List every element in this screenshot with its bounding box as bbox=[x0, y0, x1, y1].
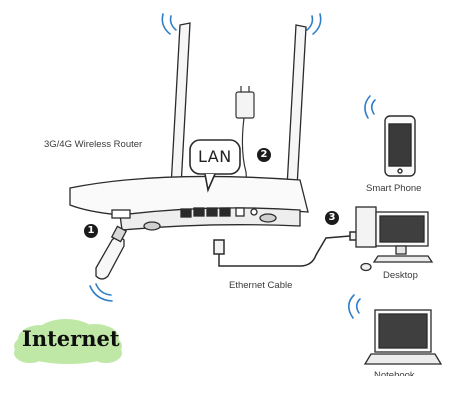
ethernet-cable-label: Ethernet Cable bbox=[229, 280, 293, 291]
desktop-label: Desktop bbox=[383, 270, 418, 281]
lan-callout bbox=[189, 139, 241, 193]
wifi-signal-icon bbox=[364, 95, 376, 119]
wifi-signal-icon bbox=[89, 283, 113, 302]
wifi-signal-icon bbox=[347, 294, 361, 319]
notebook-icon bbox=[363, 309, 443, 365]
step-2-badge: 2 bbox=[257, 148, 271, 162]
wifi-signal-icon bbox=[306, 13, 322, 35]
step-3-badge: 3 bbox=[325, 211, 339, 225]
smartphone-label: Smart Phone bbox=[366, 183, 422, 194]
wifi-signal-icon bbox=[161, 13, 177, 35]
usb-modem-icon bbox=[95, 225, 128, 280]
ethernet-cable-icon bbox=[213, 231, 359, 267]
lan-port-label: LAN bbox=[198, 147, 232, 166]
router-icon bbox=[69, 22, 309, 231]
step-1-badge: 1 bbox=[84, 224, 98, 238]
internet-label: Internet bbox=[22, 326, 120, 351]
internet-cloud-icon bbox=[14, 319, 122, 364]
smartphone-icon bbox=[384, 115, 416, 177]
router-label: 3G/4G Wireless Router bbox=[44, 139, 143, 150]
desktop-icon bbox=[355, 206, 434, 272]
notebook-label: Notebook bbox=[374, 370, 415, 376]
